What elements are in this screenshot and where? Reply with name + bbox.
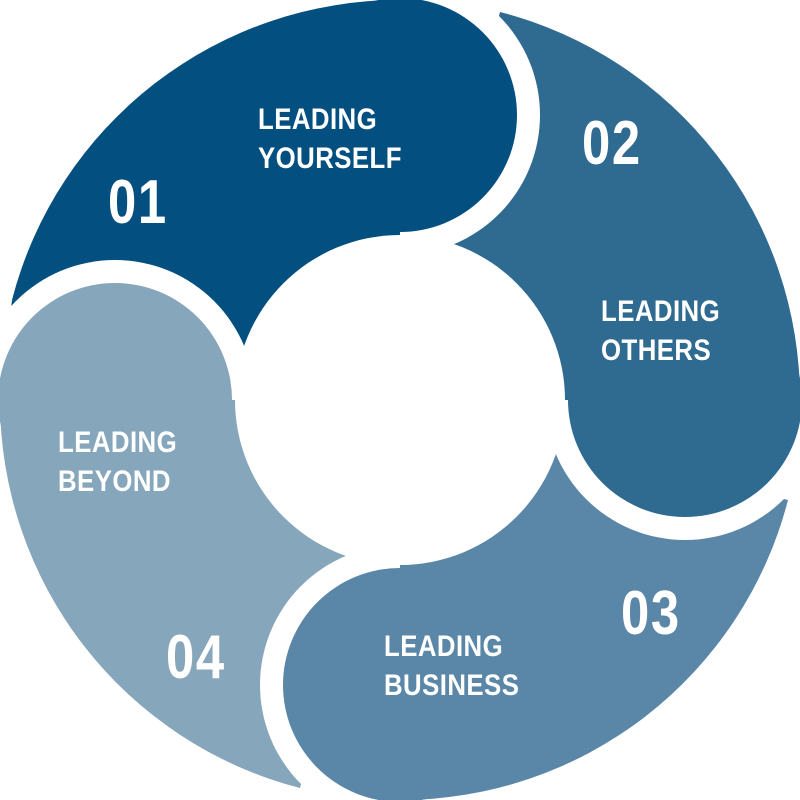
segment-01-title-line2: YOURSELF	[258, 142, 402, 175]
segment-01-title: LEADING YOURSELF	[258, 100, 402, 178]
segment-02-title: LEADING OTHERS	[601, 292, 720, 370]
segment-03-title-line2: BUSINESS	[384, 669, 520, 702]
segment-01-title-line1: LEADING	[258, 103, 378, 136]
segment-02-title-line2: OTHERS	[601, 334, 712, 367]
segment-02-title-line1: LEADING	[601, 295, 721, 328]
segment-03-title: LEADING BUSINESS	[384, 627, 519, 705]
segment-04-title-line1: LEADING	[58, 426, 178, 459]
segment-01-number: 01	[108, 168, 168, 237]
segment-04-title-line2: BEYOND	[58, 465, 171, 498]
segment-03-number: 03	[621, 579, 681, 648]
segment-02-number: 02	[582, 109, 642, 178]
segment-04-shape	[0, 283, 400, 788]
segment-03-title-line1: LEADING	[384, 630, 504, 663]
segment-04-title: LEADING BEYOND	[58, 423, 177, 501]
segment-04-number: 04	[166, 623, 226, 692]
